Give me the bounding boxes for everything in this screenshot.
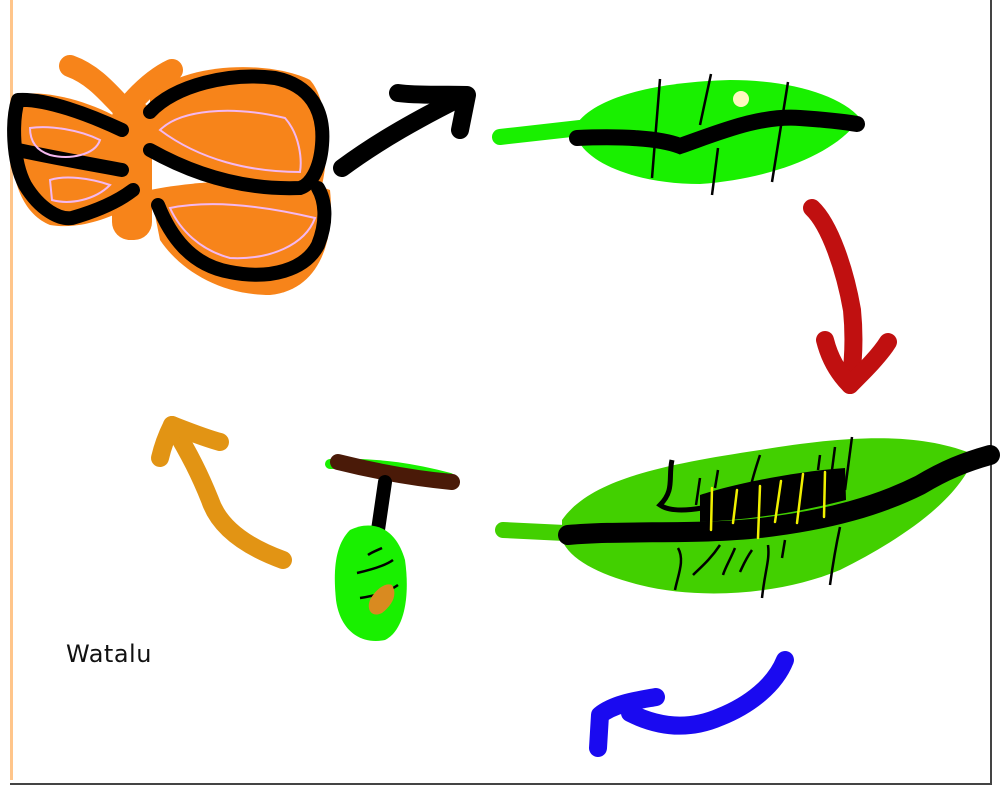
- butterfly-right-upper-wing: [150, 67, 327, 192]
- egg-leaf-drawing: [492, 73, 865, 196]
- leaf: [562, 438, 975, 594]
- butterfly-right-lower-outline: [151, 181, 332, 282]
- caterpillar-head: [656, 459, 703, 513]
- branch: [330, 454, 460, 490]
- leaf-vein: [770, 81, 790, 183]
- chrysalis-silk-stem: [371, 475, 392, 537]
- butterfly-right-upper-outline: [143, 69, 330, 196]
- arrow-shaft: [803, 199, 863, 394]
- caterpillar-leaf-drawing: [495, 436, 1000, 599]
- leaf-vein: [650, 78, 662, 179]
- butterfly-wing-vein: [168, 203, 317, 260]
- leaf-stem: [495, 522, 573, 541]
- chrysalis-line: [367, 546, 383, 557]
- arrow-butterfly-to-egg: [333, 84, 476, 177]
- arrow-egg-to-caterpillar: [803, 199, 897, 394]
- egg: [733, 91, 749, 107]
- author-label: Watalu: [66, 640, 152, 668]
- chrysalis-line: [356, 558, 394, 575]
- butterfly-left-wing-divider: [11, 143, 129, 177]
- butterfly-wing-vein: [48, 176, 112, 203]
- arrow-shaft: [163, 416, 292, 569]
- caterpillar-stripes: [709, 470, 827, 540]
- canvas-left-edge: [10, 0, 13, 780]
- butterfly-drawing: [7, 55, 332, 295]
- chrysalis-drawing: [325, 454, 460, 641]
- arrow-shaft: [621, 651, 794, 735]
- chrysalis-body: [334, 525, 407, 641]
- canvas-right-border: [990, 0, 992, 785]
- leaf-midrib: [558, 445, 1000, 545]
- butterfly-left-wing-outline: [7, 92, 140, 226]
- caterpillar-legs: [673, 436, 854, 599]
- butterfly-wing-vein: [158, 109, 302, 174]
- chrysalis-spot: [368, 584, 395, 615]
- leaf-stem: [492, 120, 588, 145]
- arrow-head-icon: [389, 84, 476, 139]
- arrow-shaft: [333, 89, 469, 177]
- arrow-chrysalis-to-butterfly: [151, 416, 292, 569]
- butterfly-wing-vein: [28, 126, 102, 158]
- arrow-head-icon: [151, 416, 229, 467]
- leaf-midrib: [569, 109, 865, 155]
- arrow-head-icon: [589, 688, 665, 757]
- leaf-vein: [698, 73, 713, 126]
- arrow-caterpillar-to-chrysalis: [589, 651, 794, 757]
- canvas-bottom-border: [10, 783, 992, 785]
- arrow-head-icon: [816, 331, 897, 394]
- leaf-vein: [710, 147, 720, 196]
- caterpillar-body: [700, 468, 846, 522]
